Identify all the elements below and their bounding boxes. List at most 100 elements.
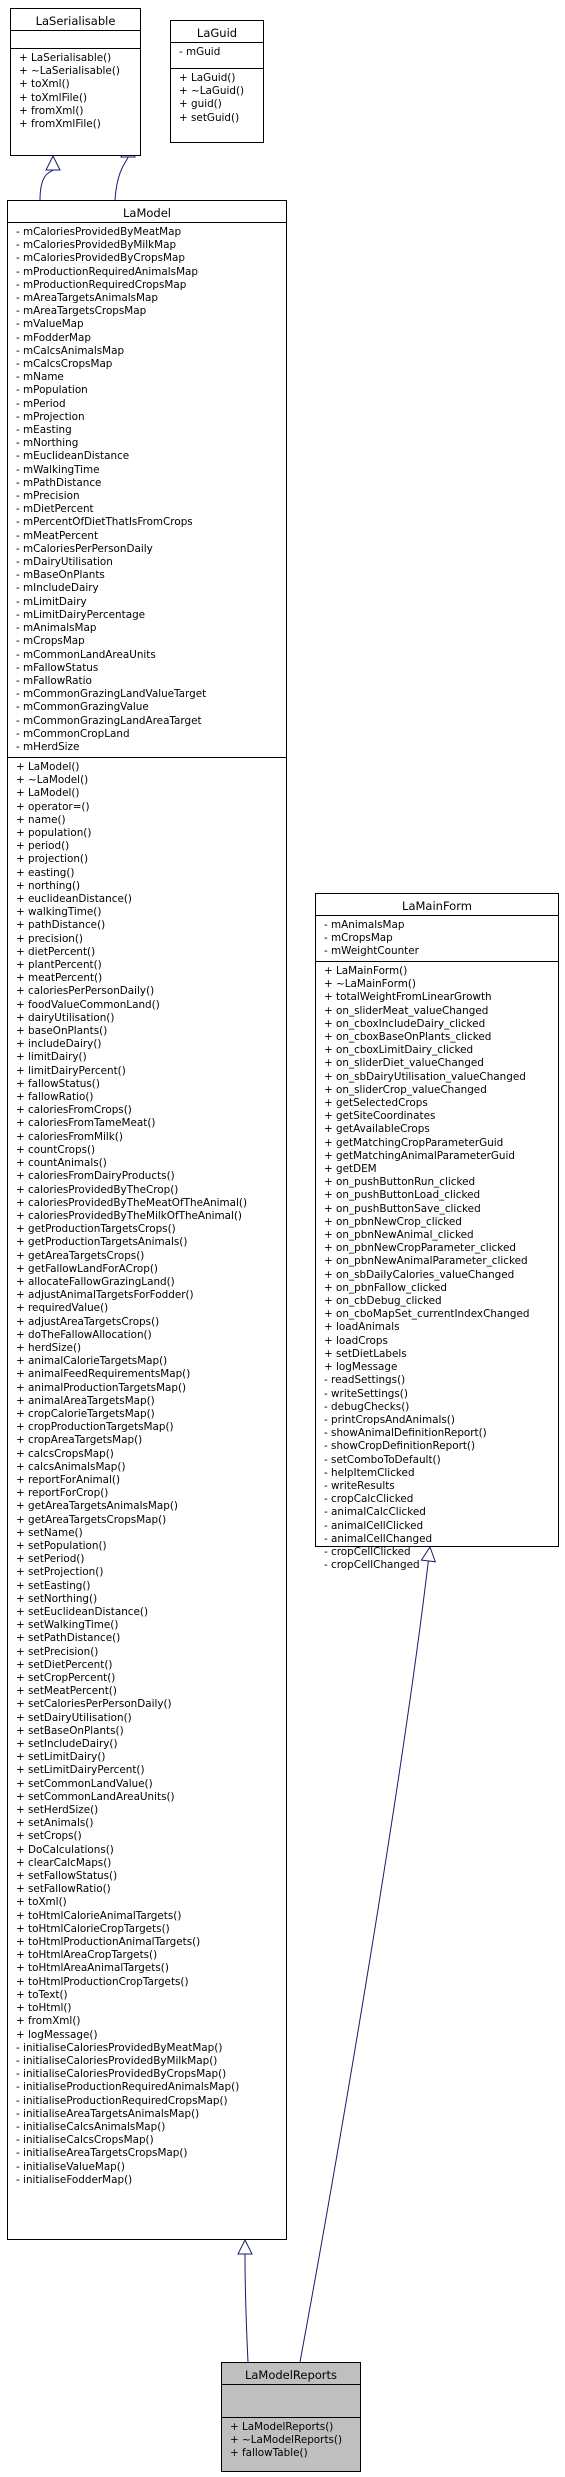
class-member: - initialiseProductionRequiredCropsMap() xyxy=(16,2094,228,2107)
inheritance-lamodelreports-lamainform-arrowhead xyxy=(420,1545,437,1563)
class-member: + toHtml() xyxy=(16,2002,72,2015)
class-member: + setDietPercent() xyxy=(16,1658,113,1671)
class-member: + setPathDistance() xyxy=(16,1632,121,1645)
class-member: + getAreaTargetsCropsMap() xyxy=(16,1513,167,1526)
attributes-section xyxy=(11,31,140,49)
inheritance-line-lamodel-laserialisable xyxy=(39,169,54,201)
class-member: - mCalcsAnimalsMap xyxy=(16,344,125,357)
class-member: + setPrecision() xyxy=(16,1645,99,1658)
class-member: - animalCellChanged xyxy=(324,1532,433,1545)
class-member: + fromXmlFile() xyxy=(19,118,101,131)
class-member: + caloriesFromMilk() xyxy=(16,1130,123,1143)
class-member: + caloriesFromDairyProducts() xyxy=(16,1170,175,1183)
class-member: + cropCalorieTargetsMap() xyxy=(16,1407,155,1420)
class-lamainform[interactable]: LaMainForm - mAnimalsMap- mCropsMap- mWe… xyxy=(315,893,559,1571)
class-member: + LaGuid() xyxy=(179,72,236,84)
class-member: - mPrecision xyxy=(16,490,80,503)
operations-section: + LaModel()+ ~LaModel()+ LaModel()+ oper… xyxy=(8,758,286,2190)
class-member: + requiredValue() xyxy=(16,1302,109,1315)
class-member: + setLimitDairy() xyxy=(16,1751,106,1764)
class-member: - mLimitDairyPercentage xyxy=(16,608,146,621)
class-member: - mProductionRequiredCropsMap xyxy=(16,278,187,291)
class-lamodelreports[interactable]: LaModelReports + LaModelReports()+ ~LaMo… xyxy=(221,2362,361,2472)
class-member: - initialiseFodderMap() xyxy=(16,2173,133,2186)
class-member: + LaModel() xyxy=(16,787,80,800)
class-member: + doTheFallowAllocation() xyxy=(16,1328,152,1341)
class-member: - mPeriod xyxy=(16,397,66,410)
class-member: + toHtmlProductionAnimalTargets() xyxy=(16,1936,201,1949)
class-member: + on_cboxLimitDairy_clicked xyxy=(324,1044,474,1057)
class-member: - mCropsMap xyxy=(16,635,85,648)
class-lamodel[interactable]: LaModel - mCaloriesProvidedByMeatMap- mC… xyxy=(7,200,287,2240)
class-member: + dietPercent() xyxy=(16,945,96,958)
class-member: - mFallowStatus xyxy=(16,661,99,674)
class-member: - mPercentOfDietThatIsFromCrops xyxy=(16,516,193,529)
class-member: + on_cbDebug_clicked xyxy=(324,1295,442,1308)
class-title: LaModel xyxy=(8,201,286,223)
inheritance-line-lamodel-laguid xyxy=(114,156,129,201)
inheritance-line-lamodelreports-lamodel xyxy=(244,2253,249,2363)
class-member: - mFodderMap xyxy=(16,331,91,344)
class-member: + ~LaModel() xyxy=(16,774,89,787)
class-member: - mLimitDairy xyxy=(16,595,87,608)
class-member: + ~LaGuid() xyxy=(179,85,245,98)
class-member: + getAreaTargetsAnimalsMap() xyxy=(16,1500,178,1513)
class-member: + meatPercent() xyxy=(16,972,103,985)
class-member: + ~LaModelReports() xyxy=(230,2434,343,2447)
operations-section: + LaMainForm()+ ~LaMainForm()+ totalWeig… xyxy=(316,962,558,1575)
class-member: + pathDistance() xyxy=(16,919,106,932)
class-member: + animalAreaTargetsMap() xyxy=(16,1394,155,1407)
class-member: + fromXml() xyxy=(19,104,84,117)
class-member: + on_pbnNewCrop_clicked xyxy=(324,1215,462,1228)
class-member: + on_sbDairyUtilisation_valueChanged xyxy=(324,1070,526,1083)
class-member: + animalFeedRequirementsMap() xyxy=(16,1368,191,1381)
class-member: + foodValueCommonLand() xyxy=(16,998,160,1011)
class-member: - mAnimalsMap xyxy=(324,919,405,931)
class-member: + setPeriod() xyxy=(16,1553,85,1566)
class-member: + on_cboxIncludeDairy_clicked xyxy=(324,1017,486,1030)
class-member: + getProductionTargetsCrops() xyxy=(16,1223,176,1236)
class-member: + loadAnimals xyxy=(324,1321,400,1334)
class-member: + period() xyxy=(16,840,70,853)
class-member: + adjustAreaTargetsCrops() xyxy=(16,1315,160,1328)
class-member: + setPopulation() xyxy=(16,1539,107,1552)
class-member: + ~LaMainForm() xyxy=(324,978,416,991)
class-member: - mEuclideanDistance xyxy=(16,450,130,463)
class-member: - mCaloriesProvidedByCropsMap xyxy=(16,252,185,265)
class-member: - helpItemClicked xyxy=(324,1466,415,1479)
class-member: + setFallowRatio() xyxy=(16,1883,111,1896)
class-member: - setComboToDefault() xyxy=(324,1453,441,1466)
class-laguid[interactable]: LaGuid - mGuid + LaGuid()+ ~LaGuid()+ gu… xyxy=(170,20,264,143)
inheritance-lamodelreports-lamodel-arrowhead xyxy=(237,2238,253,2255)
class-member: + setDairyUtilisation() xyxy=(16,1711,132,1724)
class-member: + reportForCrop() xyxy=(16,1487,109,1500)
class-member: + northing() xyxy=(16,879,81,892)
inheritance-line-lamodelreports-lamainform xyxy=(299,1560,429,2363)
class-member: - mAreaTargetsAnimalsMap xyxy=(16,292,158,305)
class-member: - showCropDefinitionReport() xyxy=(324,1440,476,1453)
class-member: + baseOnPlants() xyxy=(16,1025,108,1038)
class-member: + on_cboMapSet_currentIndexChanged xyxy=(324,1308,530,1321)
class-member: - mAnimalsMap xyxy=(16,622,97,635)
class-member: + guid() xyxy=(179,98,222,111)
class-member: + dairyUtilisation() xyxy=(16,1011,115,1024)
class-member: - initialiseValueMap() xyxy=(16,2160,125,2173)
class-member: - mBaseOnPlants xyxy=(16,569,105,582)
class-member: + cropProductionTargetsMap() xyxy=(16,1421,174,1434)
class-member: + on_pbnNewAnimalParameter_clicked xyxy=(324,1255,528,1268)
attributes-section: - mCaloriesProvidedByMeatMap- mCaloriesP… xyxy=(8,223,286,758)
class-member: + setIncludeDairy() xyxy=(16,1738,118,1751)
class-member: - mHerdSize xyxy=(16,740,80,753)
operations-section: + LaModelReports()+ ~LaModelReports()+ f… xyxy=(222,2418,360,2464)
class-member: + on_pushButtonLoad_clicked xyxy=(324,1189,481,1202)
class-laserialisable[interactable]: LaSerialisable + LaSerialisable()+ ~LaSe… xyxy=(10,8,141,156)
class-member: + setCaloriesPerPersonDaily() xyxy=(16,1698,172,1711)
class-member: + setCropPercent() xyxy=(16,1672,116,1685)
class-member: + setAnimals() xyxy=(16,1817,94,1830)
class-member: + totalWeightFromLinearGrowth xyxy=(324,991,492,1004)
class-member: - initialiseCaloriesProvidedByCropsMap() xyxy=(16,2068,227,2081)
class-member: + caloriesFromCrops() xyxy=(16,1104,132,1117)
class-member: + setCommonLandAreaUnits() xyxy=(16,1790,175,1803)
class-member: + adjustAnimalTargetsForFodder() xyxy=(16,1289,194,1302)
class-member: + logMessage xyxy=(324,1361,398,1374)
